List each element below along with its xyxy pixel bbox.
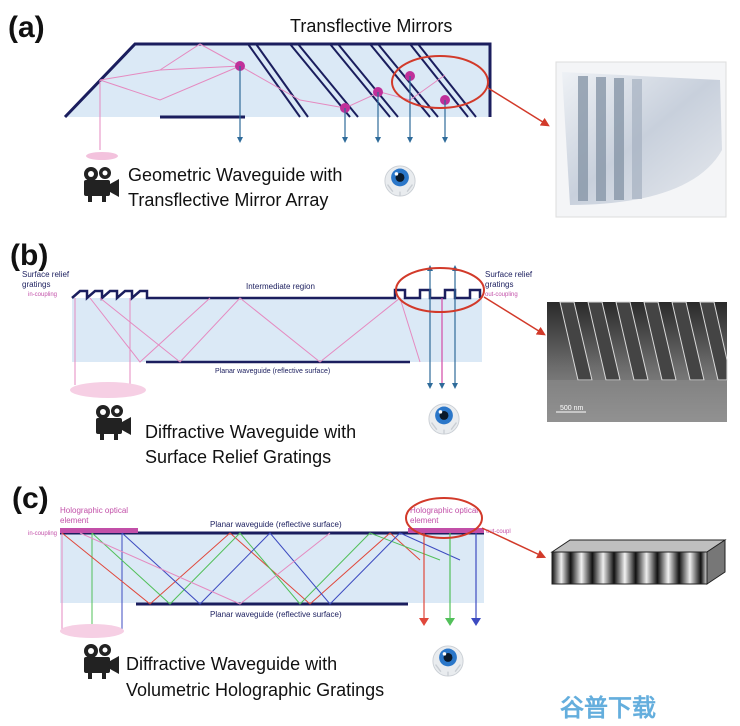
panel-c-letter: (c) [12, 482, 49, 515]
callout-ellipse-a [391, 55, 489, 109]
eye-icon [384, 165, 416, 197]
panel-a-caption-line2: Transflective Mirror Array [128, 190, 328, 210]
film-camera-icon [84, 167, 119, 202]
outcoupling-label: out-coupl [486, 529, 511, 535]
hoe-incoupler [60, 528, 138, 533]
panel-b-caption-line2: Surface Relief Gratings [145, 447, 331, 467]
output-arrows-a [237, 66, 448, 143]
sem-image: 500 nm [547, 301, 728, 422]
lens-photo [555, 61, 727, 218]
incoupling-label: in-coupling [28, 531, 57, 537]
film-camera-icon [84, 644, 119, 679]
planar-waveguide-label-b: Planar waveguide (reflective surface) [215, 368, 330, 375]
callout-pointer-b [483, 296, 546, 336]
planar-waveguide-bottom-label: Planar waveguide (reflective surface) [210, 610, 342, 619]
entry-pupil-c [60, 624, 124, 638]
grating-profile-b [71, 288, 482, 301]
panel-c-caption-line2: Volumetric Holographic Gratings [126, 680, 384, 700]
callout-ellipse-b [395, 267, 485, 313]
panel-b-letter: (b) [10, 239, 48, 272]
left-grating-label-2: gratings [22, 280, 50, 289]
panel-a-letter: (a) [8, 11, 45, 44]
intermediate-region-label: Intermediate region [246, 282, 315, 291]
film-camera-icon [96, 405, 131, 440]
entry-pupil-b [70, 382, 146, 398]
planar-waveguide-top-label: Planar waveguide (reflective surface) [210, 520, 342, 529]
right-grating-label-1: Surface relief [485, 270, 533, 279]
hoe-left-label-1: Holographic optical [60, 506, 128, 515]
sem-scale-bar: 500 nm [560, 405, 584, 412]
hoe-outcoupler [408, 528, 484, 533]
panel-b-caption-line1: Diffractive Waveguide with [145, 422, 356, 442]
output-arrows-c [419, 533, 481, 626]
left-grating-sub: in-coupling [28, 292, 57, 298]
panel-b: (b) Surface relief gratings in-coupling … [10, 239, 728, 467]
panel-c-caption-line1: Diffractive Waveguide with [126, 654, 337, 674]
panel-c: (c) Holographic optical element in-coupl… [12, 482, 727, 700]
panel-a-heading: Transflective Mirrors [290, 16, 452, 36]
callout-pointer-c [481, 527, 547, 559]
eye-icon [432, 645, 464, 677]
watermark: 谷普下载 [560, 694, 656, 722]
panel-a-caption-line1: Geometric Waveguide with [128, 165, 342, 185]
hoe-right-label-1: Holographic optical [410, 506, 478, 515]
planar-waveguide-c [60, 533, 484, 603]
hoe-left-label-2: element [60, 516, 89, 525]
light-rays-c [61, 532, 461, 630]
panel-a: (a) Transflective Mirrors [8, 11, 727, 218]
right-grating-sub: out-coupling [485, 292, 518, 298]
left-grating-label-1: Surface relief [22, 270, 70, 279]
callout-ellipse-c [405, 497, 483, 539]
callout-pointer-a [487, 87, 550, 127]
light-rays-b [74, 297, 421, 385]
planar-waveguide-b [72, 298, 482, 362]
hoe-right-label-2: element [410, 516, 439, 525]
volume-hologram-block [550, 539, 727, 585]
entry-pupil-a [86, 152, 118, 160]
right-grating-label-2: gratings [485, 280, 513, 289]
eye-icon [428, 403, 460, 435]
